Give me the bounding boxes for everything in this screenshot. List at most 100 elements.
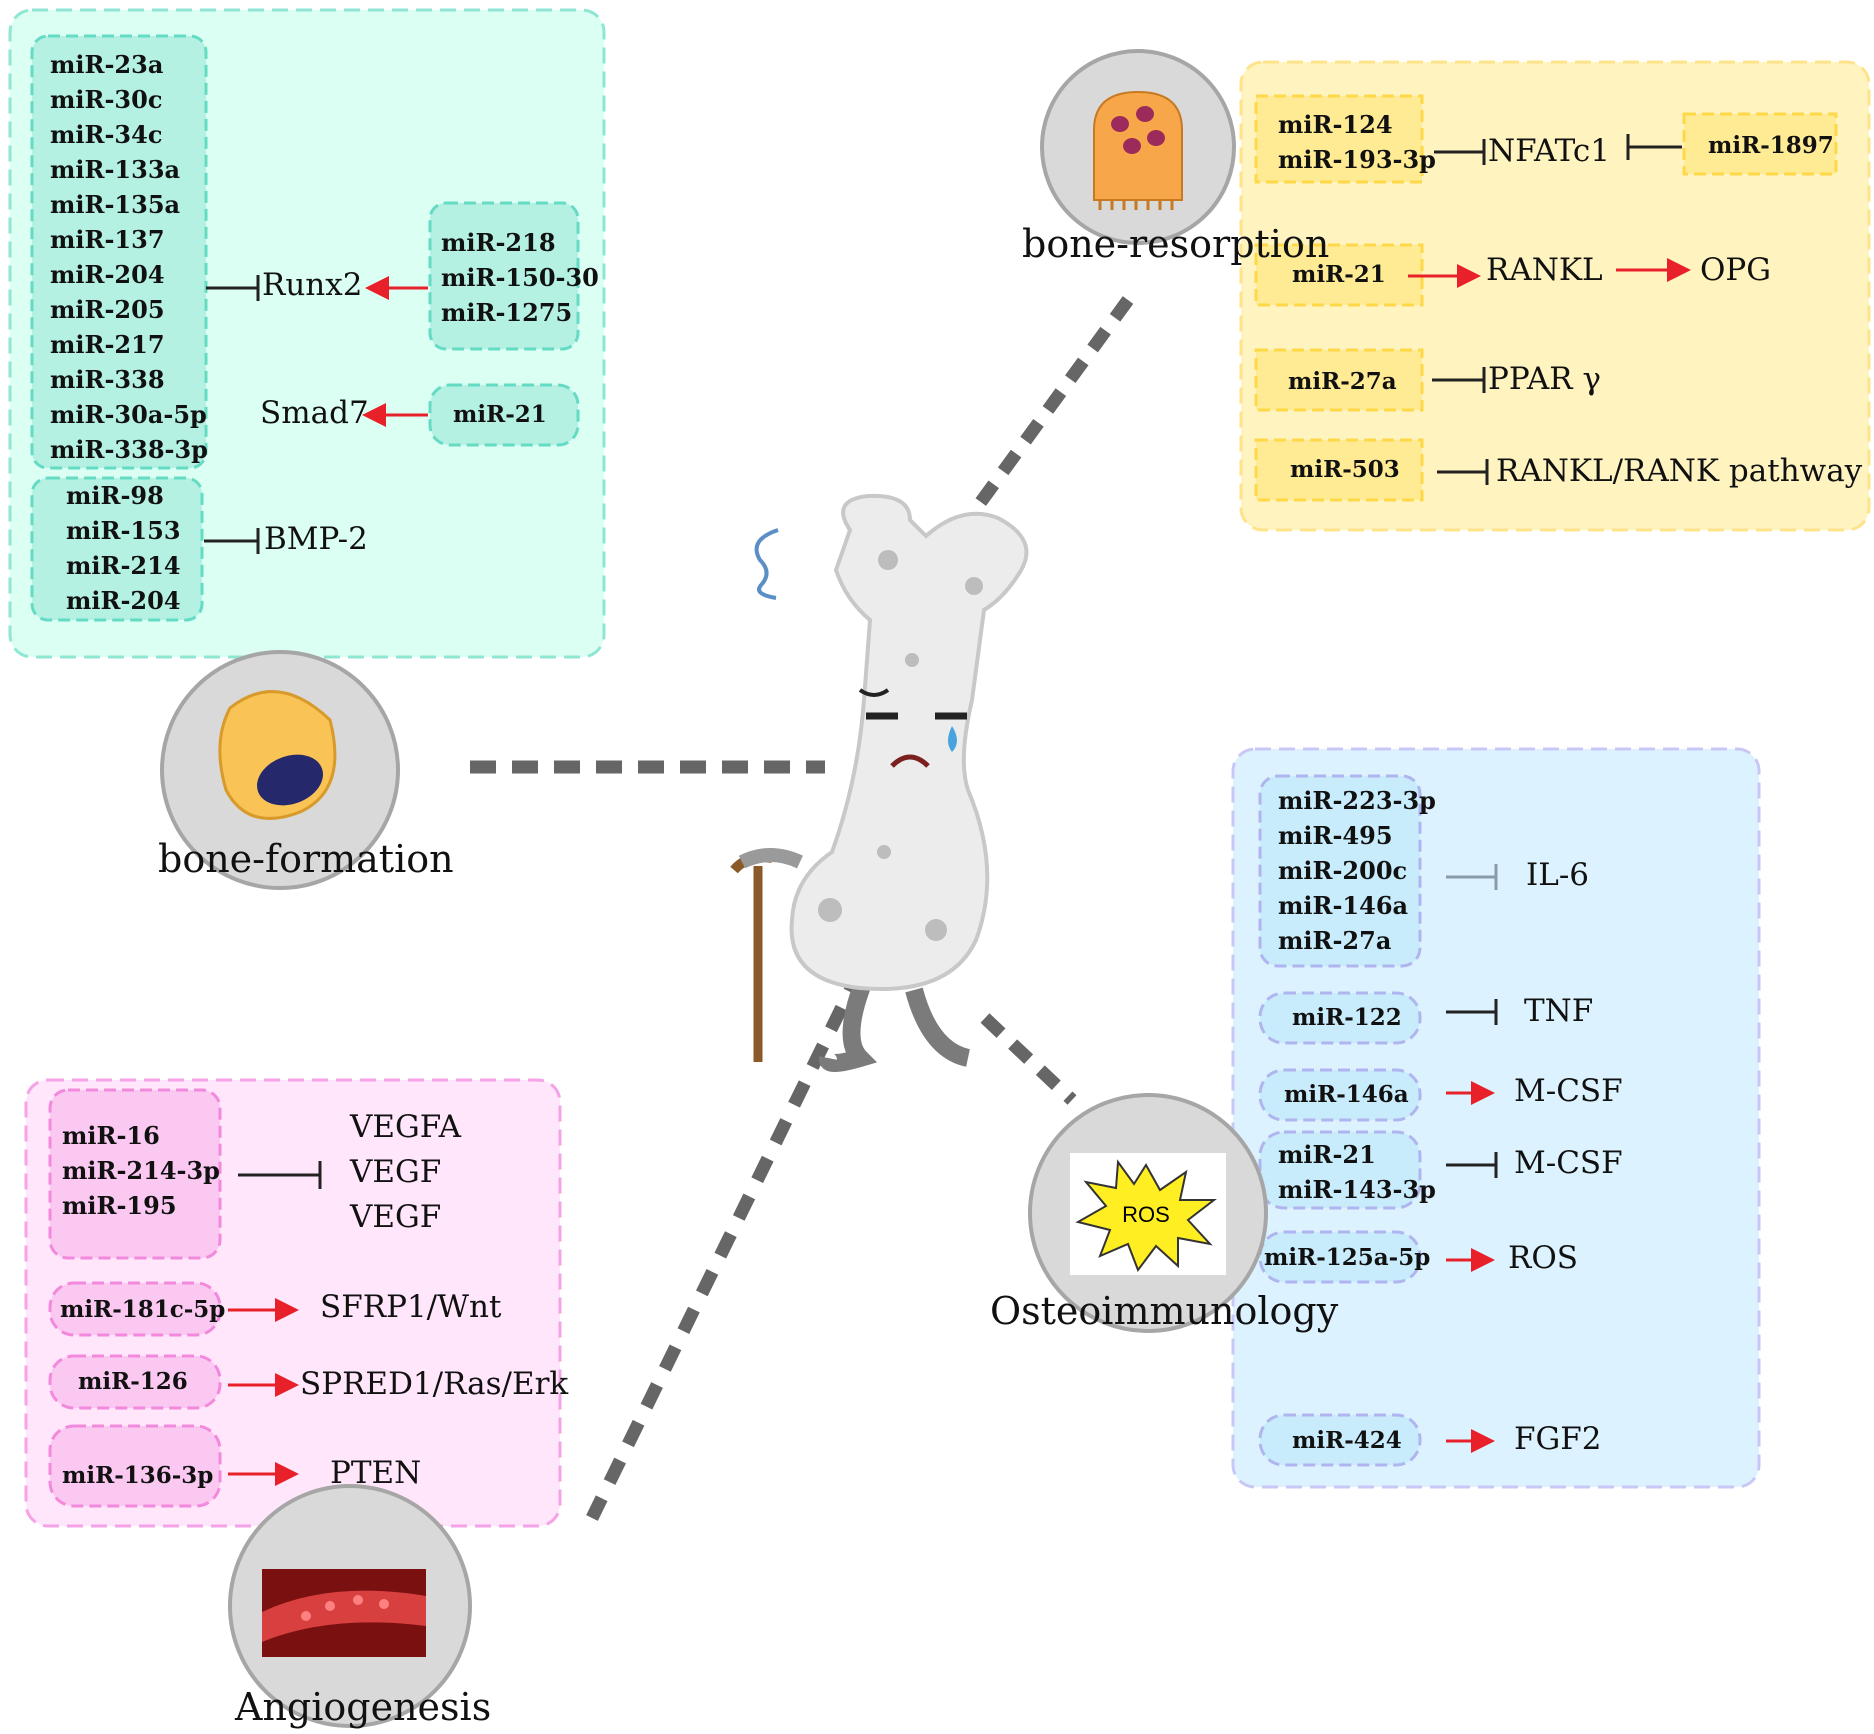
sfrp1-wnt-label: SFRP1/Wnt: [320, 1289, 502, 1325]
mir136-label: miR-136-3p: [62, 1462, 214, 1489]
opg-label: OPG: [1700, 252, 1772, 288]
mirna-item: miR-338: [50, 365, 165, 394]
mir181c-box: [48, 1281, 222, 1337]
inhibit-nfatc1-by-mir1897: [1626, 134, 1682, 160]
mirna-item: miR-495: [1278, 821, 1393, 850]
mirna-item: miR-27a: [1278, 926, 1392, 955]
runx2-mir-box: [30, 34, 208, 470]
mirna-item: miR-214: [66, 551, 181, 580]
inhibit-bmp2: [204, 528, 260, 554]
mirna-item: miR-218: [441, 228, 556, 257]
tnf-label: TNF: [1524, 993, 1594, 1029]
mir424-label: miR-424: [1292, 1427, 1402, 1454]
mirna-item: miR-200c: [1278, 856, 1408, 885]
mirna-item: miR-30a-5p: [50, 400, 207, 429]
mir1897-box: [1682, 112, 1838, 176]
mirna-item: miR-223-3p: [1278, 786, 1436, 815]
mirna-item: miR-338-3p: [50, 435, 208, 464]
mirna-item: miR-195: [62, 1191, 177, 1220]
ros-icon: ROS: [1028, 1093, 1268, 1333]
il6-mir-list: miR-223-3p miR-495 miR-200c miR-146a miR-27a: [1278, 783, 1436, 958]
mirna-item: miR-137: [50, 225, 165, 254]
mirna-item: miR-146a: [1278, 891, 1409, 920]
mir146a-immunology-label: miR-146a: [1284, 1081, 1409, 1108]
inhibit-runx2: [206, 275, 260, 301]
mirna-item: miR-23a: [50, 50, 164, 79]
mirna-item: miR-135a: [50, 190, 181, 219]
vegf-target-list: VEGFA VEGF VEGF: [350, 1105, 461, 1240]
inhibit-il6: [1446, 864, 1498, 890]
rankl-rank-pathway-label: RANKL/RANK pathway: [1496, 453, 1863, 489]
mirna-item: miR-150-30: [441, 263, 599, 292]
mir146a-box: [1258, 1068, 1422, 1122]
mirna-item: miR-133a: [50, 155, 181, 184]
nfatc1-mir-box: [1254, 94, 1424, 184]
osteoclast-icon: [1040, 49, 1236, 245]
mirna-item: miR-205: [50, 295, 165, 324]
aging-bone-character-icon: [730, 493, 1029, 1072]
mirna-item: miR-143-3p: [1278, 1175, 1436, 1204]
osteoblast-icon: [160, 650, 400, 890]
mir27a-resorption-label: miR-27a: [1288, 368, 1397, 395]
mirna-item: miR-30c: [50, 85, 163, 114]
mir126-label: miR-126: [78, 1368, 188, 1395]
bmp2-label: BMP-2: [264, 521, 368, 557]
nfatc1-label: NFATc1: [1488, 133, 1610, 169]
rankl-label: RANKL: [1486, 252, 1603, 288]
mcsf-mir-list: miR-21 miR-143-3p: [1278, 1137, 1436, 1207]
il6-mir-box: [1258, 774, 1422, 968]
bmp2-mir-box: [30, 476, 204, 622]
connector-angiogenesis: [586, 967, 866, 1521]
mirna-item: miR-214-3p: [62, 1156, 220, 1185]
target-item: VEGF: [350, 1199, 442, 1235]
ros-badge-text: ROS: [1122, 1202, 1170, 1227]
mir21-resorption-label: miR-21: [1292, 261, 1386, 288]
mir126-box: [48, 1354, 222, 1410]
mirna-item: miR-217: [50, 330, 165, 359]
pten-label: PTEN: [330, 1455, 422, 1491]
mcsf-label-activated: M-CSF: [1514, 1073, 1623, 1109]
mir125a-label: miR-125a-5p: [1264, 1244, 1431, 1271]
connector-immunology: [980, 1013, 1077, 1105]
inhibit-ppar: [1432, 367, 1486, 393]
mir136-box: [48, 1424, 222, 1508]
mirna-item: miR-1275: [441, 298, 573, 327]
mirna-item: miR-21: [1278, 1140, 1376, 1169]
inhibit-mcsf: [1446, 1152, 1498, 1178]
mirna-item: miR-98: [66, 481, 164, 510]
ppar-gamma-label: PPAR γ: [1488, 361, 1601, 397]
mir424-box: [1258, 1413, 1422, 1467]
target-item: VEGF: [350, 1154, 442, 1190]
vegf-mir-box: [48, 1088, 222, 1260]
runx2-activator-list: miR-218 miR-150-30 miR-1275: [441, 225, 599, 330]
spred1-ras-erk-label: SPRED1/Ras/Erk: [300, 1366, 569, 1402]
mir21-resorption-box: [1254, 243, 1424, 307]
mir125a-box: [1258, 1230, 1422, 1284]
mir122-label: miR-122: [1292, 1004, 1402, 1031]
mir503-box: [1254, 438, 1424, 502]
smad7-activator-label: miR-21: [453, 401, 547, 428]
mir122-box: [1258, 991, 1422, 1045]
mir1897-label: miR-1897: [1708, 132, 1834, 159]
mir503-label: miR-503: [1290, 456, 1400, 483]
bone-formation-caption: bone-formation: [158, 837, 454, 881]
mirna-item: miR-34c: [50, 120, 163, 149]
connector-resorption: [969, 296, 1134, 514]
runx2-label: Runx2: [262, 267, 363, 303]
fgf2-label: FGF2: [1514, 1421, 1602, 1457]
mirna-item: miR-204: [66, 586, 181, 615]
blood-vessel-icon: [228, 1484, 472, 1728]
mirna-item: miR-124: [1278, 110, 1393, 139]
inhibit-tnf: [1446, 999, 1498, 1025]
angiogenesis-caption: Angiogenesis: [235, 1685, 492, 1729]
inhibit-nfatc1: [1434, 139, 1486, 165]
inhibit-vegf: [238, 1161, 322, 1189]
runx2-activator-box: [428, 201, 580, 351]
runx2-mir-list: miR-23a miR-30c miR-34c miR-133a miR-135a miR…: [50, 47, 208, 467]
target-item: VEGFA: [350, 1109, 461, 1145]
mcsf-label-inhibited: M-CSF: [1514, 1145, 1623, 1181]
smad7-label: Smad7: [260, 395, 369, 431]
